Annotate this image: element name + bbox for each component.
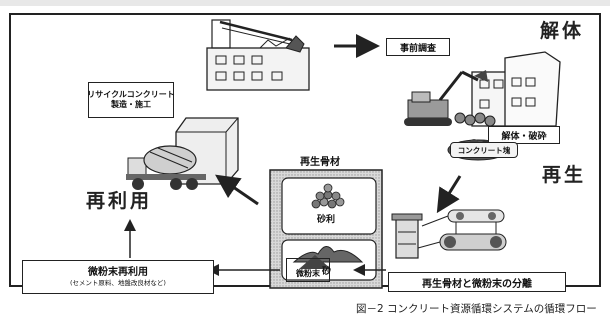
pre-survey-box: 事前調査 [386, 38, 450, 56]
separation-label: 再生骨材と微粉末の分離 [422, 278, 532, 290]
powder-reuse-title: 微粉末再利用 [88, 267, 148, 279]
stage-reuse-label: 再利用 [86, 190, 153, 212]
aggregate-panel-title: 再生骨材 [300, 157, 340, 168]
concrete-lumps-label: コンクリート塊 [457, 145, 511, 155]
recycled-concrete-label-1: リサイクルコンクリート [87, 90, 175, 99]
powder-reuse-box: 微粉末再利用 (セメント原料、地盤改良材など) [22, 260, 214, 294]
fine-powder-box: 微粉末 [286, 258, 330, 282]
figure-caption: 図－2 コンクリート資源循環システムの循環フロー [356, 303, 597, 315]
recycled-concrete-construction-illustration [126, 117, 239, 190]
stage-demolition-label: 解体 [540, 20, 585, 42]
powder-pile-illustration [299, 255, 331, 269]
recycled-concrete-label-2: 製造・施工 [111, 100, 151, 109]
crusher-machine-illustration [391, 209, 507, 259]
arrow-lumps-to-crusher [436, 175, 462, 214]
stage-regeneration-label: 再生 [542, 164, 587, 186]
demolition-site-illustration [206, 19, 310, 91]
scan-edge-top [0, 0, 610, 6]
fine-powder-label: 微粉末 [296, 269, 320, 278]
sand-label: 砂 [322, 267, 332, 277]
arrow-to-reuse-construction [215, 174, 259, 206]
separation-box: 再生骨材と微粉末の分離 [388, 272, 566, 292]
excavator-building-illustration [404, 51, 561, 127]
demolish-crush-label: 解体・破砕 [501, 131, 547, 142]
gravel-pile-illustration [311, 183, 345, 209]
recycled-concrete-box: リサイクルコンクリート 製造・施工 [87, 82, 175, 118]
pre-survey-label: 事前調査 [399, 43, 436, 54]
concrete-lumps-box: コンクリート塊 [450, 142, 518, 158]
demolish-crush-box: 解体・破砕 [488, 126, 560, 144]
gravel-label: 砂利 [317, 215, 336, 225]
powder-reuse-note: (セメント原料、地盤改良材など) [70, 279, 166, 288]
